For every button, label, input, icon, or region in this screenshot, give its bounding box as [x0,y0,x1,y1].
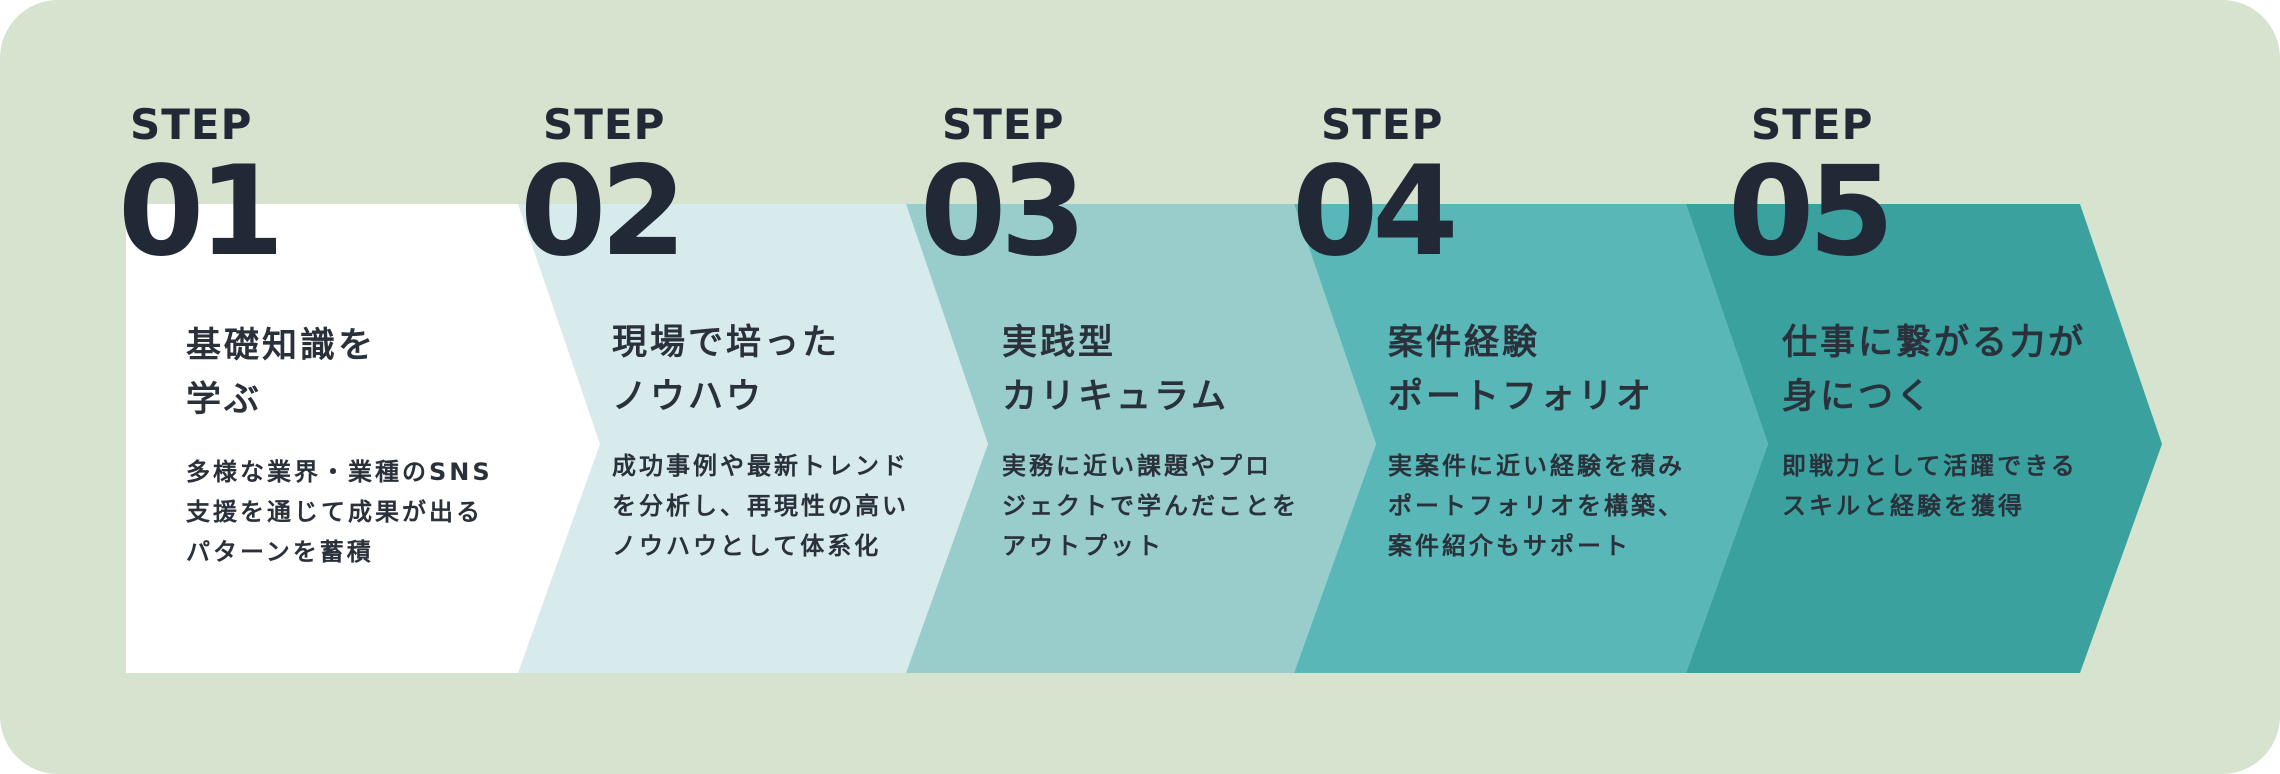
step-title-line: 案件経験 [1388,323,1541,363]
step-label: STEP [942,100,1065,149]
step-label: STEP [1321,100,1444,149]
step-description-line: ポートフォリオを構築、 [1388,492,1685,520]
step-title: 実践型 カリキュラム [1002,316,1229,424]
step-05-chevron [1686,204,2162,673]
step-title: 基礎知識を 学ぶ [186,319,376,427]
step-number: 01 [118,140,285,284]
step-title-line: 実践型 [1002,323,1117,363]
step-label: STEP [130,100,253,149]
step-description-line: 支援を通じて成果が出る [186,498,483,526]
step-description-line: 実務に近い課題やプロ [1002,452,1272,480]
step-description-line: 即戦力として活躍できる [1782,452,2078,480]
step-description: 成功事例や最新トレンド を分析し、再現性の高い ノウハウとして体系化 [612,446,909,566]
step-label: STEP [543,100,666,149]
step-title: 案件経験 ポートフォリオ [1388,316,1654,424]
step-title-line: 基礎知識を [186,326,377,366]
step-title: 現場で培った ノウハウ [612,316,840,424]
step-number: 05 [1728,140,1895,284]
step-description-line: ジェクトで学んだことを [1002,492,1299,520]
step-description: 実務に近い課題やプロ ジェクトで学んだことを アウトプット [1002,446,1299,566]
step-number: 02 [520,140,687,284]
step-04-chevron [1294,204,1768,673]
step-title-line: 現場で培った [612,323,841,363]
step-description: 即戦力として活躍できる スキルと経験を獲得 [1782,446,2078,526]
step-03-chevron [906,204,1376,673]
step-number: 04 [1292,140,1459,284]
step-description-line: パターンを蓄積 [186,538,374,566]
step-description-line: 多様な業界・業種のSNS [186,458,493,486]
step-title-line: カリキュラム [1002,377,1229,417]
step-description-line: を分析し、再現性の高い [612,492,909,520]
step-title: 仕事に繋がる力が 身につく [1782,316,2086,424]
step-description-line: スキルと経験を獲得 [1782,492,2025,520]
step-01-chevron [126,204,600,673]
step-label: STEP [1751,100,1874,149]
step-description: 多様な業界・業種のSNS 支援を通じて成果が出る パターンを蓄積 [186,452,493,572]
step-02-chevron [518,204,988,673]
step-number: 03 [920,140,1087,284]
step-description-line: 案件紹介もサポート [1388,532,1631,560]
step-description-line: アウトプット [1002,532,1164,560]
step-title-line: ポートフォリオ [1388,377,1655,417]
step-title-line: ノウハウ [612,377,765,417]
step-title-line: 学ぶ [186,380,263,420]
step-title-line: 身につく [1782,377,1935,417]
step-description-line: 実案件に近い経験を積み [1388,452,1685,480]
step-description-line: 成功事例や最新トレンド [612,452,909,480]
step-title-line: 仕事に繋がる力が [1782,323,2087,363]
step-description: 実案件に近い経験を積み ポートフォリオを構築、 案件紹介もサポート [1388,446,1685,566]
step-description-line: ノウハウとして体系化 [612,532,882,560]
